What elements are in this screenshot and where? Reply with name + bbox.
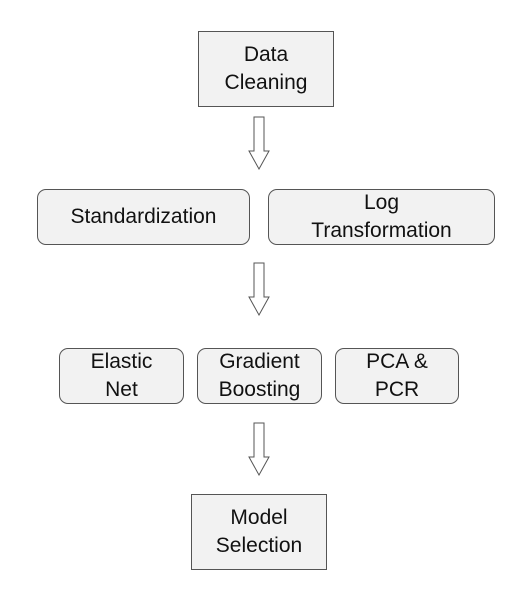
model-selection-label: Model Selection — [215, 506, 303, 557]
model-selection-box: Model Selection — [191, 494, 327, 570]
down-arrow-icon — [248, 422, 270, 476]
standardization-box: Standardization — [37, 189, 250, 245]
log-transformation-label: Log Transformation — [311, 191, 452, 242]
gradient-boosting-label: Gradient Boosting — [218, 350, 301, 401]
gradient-boosting-box: Gradient Boosting — [197, 348, 322, 404]
standardization-label: Standardization — [70, 205, 217, 228]
elastic-net-box: Elastic Net — [59, 348, 184, 404]
elastic-net-label: Elastic Net — [90, 350, 153, 401]
data-cleaning-label: Data Cleaning — [224, 43, 308, 94]
down-arrow-icon — [248, 116, 270, 170]
log-transformation-box: Log Transformation — [268, 189, 495, 245]
pca-pcr-box: PCA & PCR — [335, 348, 459, 404]
pca-pcr-label: PCA & PCR — [366, 350, 428, 401]
data-cleaning-box: Data Cleaning — [198, 31, 334, 107]
down-arrow-icon — [248, 262, 270, 316]
